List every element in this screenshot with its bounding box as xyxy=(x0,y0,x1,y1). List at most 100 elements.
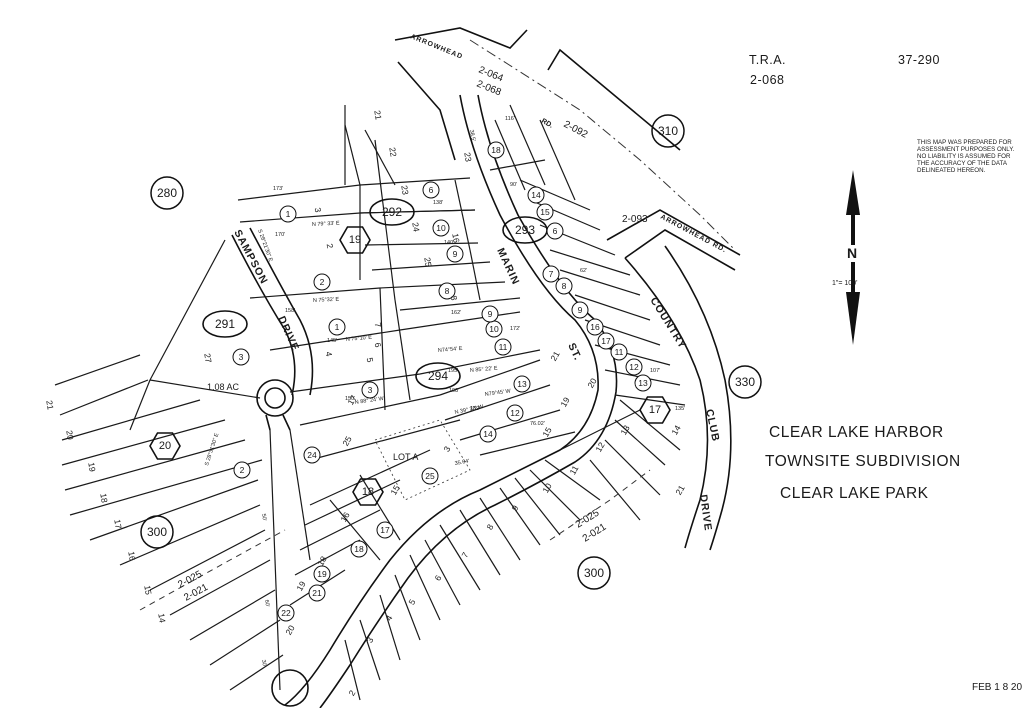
parcel-number: 6 xyxy=(432,573,443,582)
parcel-circle xyxy=(279,205,297,223)
parcel-circle-label: 15 xyxy=(540,207,550,217)
parcel-circle-label: 2 xyxy=(320,277,325,287)
parcel-circle-label: 18 xyxy=(354,544,364,554)
dim-17: 90' xyxy=(510,182,517,188)
parcel-number: 23 xyxy=(462,151,474,162)
book-page-circle xyxy=(140,515,174,549)
dim-3: 158' xyxy=(285,308,295,314)
date-stamp: FEB 1 8 20 xyxy=(972,682,1022,693)
parcel-circle xyxy=(487,141,505,159)
dim-1: 173' xyxy=(273,186,283,192)
parcel-circle-label: 11 xyxy=(499,342,508,352)
parcel-circle-label: 14 xyxy=(483,429,493,439)
parcel-number: 15 xyxy=(142,584,154,595)
street-marin: MARIN xyxy=(494,246,522,287)
parcel-number: 21 xyxy=(44,399,56,410)
lot-a-label: LOT A xyxy=(393,452,418,462)
acreage-label: 1.08 AC xyxy=(207,382,240,392)
bottom-cul-de-sac xyxy=(271,669,309,707)
subdivision-line-1: CLEAR LAKE HARBOR xyxy=(769,424,944,441)
parcel-number: 18 xyxy=(98,492,110,503)
dim-10: 195' xyxy=(448,368,458,374)
parcel-circle-label: 12 xyxy=(629,362,639,372)
dim-12: 139' xyxy=(470,406,480,412)
street-club: CLUB xyxy=(703,408,722,443)
book-page-oval xyxy=(415,362,461,390)
bearing-1: N 79° 33' E xyxy=(312,221,340,228)
book-page-oval-label: 293 xyxy=(515,223,535,237)
subdivision-line-3: CLEAR LAKE PARK xyxy=(780,485,929,502)
subdivision-line-2: TOWNSITE SUBDIVISION xyxy=(765,453,961,470)
parcel-number: 14 xyxy=(156,612,168,623)
dim-15: 107' xyxy=(650,368,660,374)
parcel-number: 24 xyxy=(410,221,422,232)
parcel-number: 2 xyxy=(346,688,357,697)
north-letter: N xyxy=(847,245,857,261)
parcel-circle xyxy=(494,338,512,356)
parcel-circle xyxy=(625,358,643,376)
parcel-circle xyxy=(350,540,368,558)
parcel-circle-label: 22 xyxy=(281,608,291,618)
dim-5: 150' xyxy=(345,396,355,402)
parcel-circle xyxy=(542,265,560,283)
parcel-circle-label: 16 xyxy=(590,322,600,332)
street-arrowhead-top: ARROWHEAD xyxy=(409,33,464,60)
map-scale: 1"= 100' xyxy=(832,280,857,287)
arrowhead-road-top xyxy=(394,27,736,251)
bearing-6: N79°45' W xyxy=(484,388,512,398)
parcel-circle xyxy=(232,348,250,366)
block-hexagon-label: 19 xyxy=(349,234,361,246)
parcel-number: 16 xyxy=(338,510,352,523)
parcel-number: 19 xyxy=(294,579,308,592)
parcel-number: 3 xyxy=(313,207,324,214)
parcel-circle-label: 8 xyxy=(445,286,450,296)
book-page-oval-label: 291 xyxy=(215,317,235,331)
disclaimer-line-2: ASSESSMENT PURPOSES ONLY. xyxy=(917,146,1015,153)
country-club-drive xyxy=(624,245,732,551)
parcel-number: 3 xyxy=(364,635,375,644)
parcel-circle-label: 9 xyxy=(453,249,458,259)
parcel-number: 27 xyxy=(202,352,214,363)
parcel-circle-label: 9 xyxy=(488,309,493,319)
parcel-numbers: 2122232425233245678272120191817161514234… xyxy=(44,109,687,697)
disclaimer-line-3: NO LIABILITY IS ASSUMED FOR xyxy=(917,153,1011,160)
parcel-number: 21 xyxy=(548,349,562,362)
parcel-circle xyxy=(432,219,450,237)
book-page-circle-label: 330 xyxy=(735,375,755,389)
parcel-number: 9 xyxy=(509,503,520,512)
block-hexagon-shape xyxy=(149,432,181,460)
dim-6: 138' xyxy=(433,200,443,206)
parcel-number: 18 xyxy=(315,554,329,567)
block-hexagon-shape xyxy=(339,226,371,254)
block-hexagon-label: 18 xyxy=(362,486,374,498)
book-page-circle xyxy=(577,556,611,590)
north-arrow-icon xyxy=(846,170,860,345)
parcel-circle-label: 2 xyxy=(240,465,245,475)
parcel-number: 15 xyxy=(540,425,554,438)
dim-2: 170' xyxy=(275,232,285,238)
parcel-circle xyxy=(361,381,379,399)
book-page-circle-label: 300 xyxy=(584,566,604,580)
parcel-number: 25 xyxy=(422,256,434,267)
dim-16: 116' xyxy=(505,116,515,122)
parcel-circle-label: 17 xyxy=(380,525,390,535)
bearing-5: N 85° 22' E xyxy=(470,366,498,374)
parcel-number: 5 xyxy=(406,597,417,606)
street-st: ST. xyxy=(565,341,584,363)
dim-19: 38.5' xyxy=(468,129,476,142)
parcel-circle xyxy=(481,305,499,323)
parcel-circle xyxy=(571,301,589,319)
parcel-circle-label: 3 xyxy=(239,352,244,362)
parcel-circle-label: 8 xyxy=(562,281,567,291)
parcel-number: 17 xyxy=(345,393,359,406)
street-arrowhead-rd-suffix: RD. xyxy=(540,118,554,130)
parcel-circle xyxy=(438,282,456,300)
parcel-number: 5 xyxy=(365,357,376,364)
parcel-circle-label: 21 xyxy=(312,588,322,598)
book-page-circle xyxy=(150,176,184,210)
parcel-circle xyxy=(421,467,439,485)
parcel-circle xyxy=(586,318,604,336)
book-page-oval xyxy=(369,198,415,226)
